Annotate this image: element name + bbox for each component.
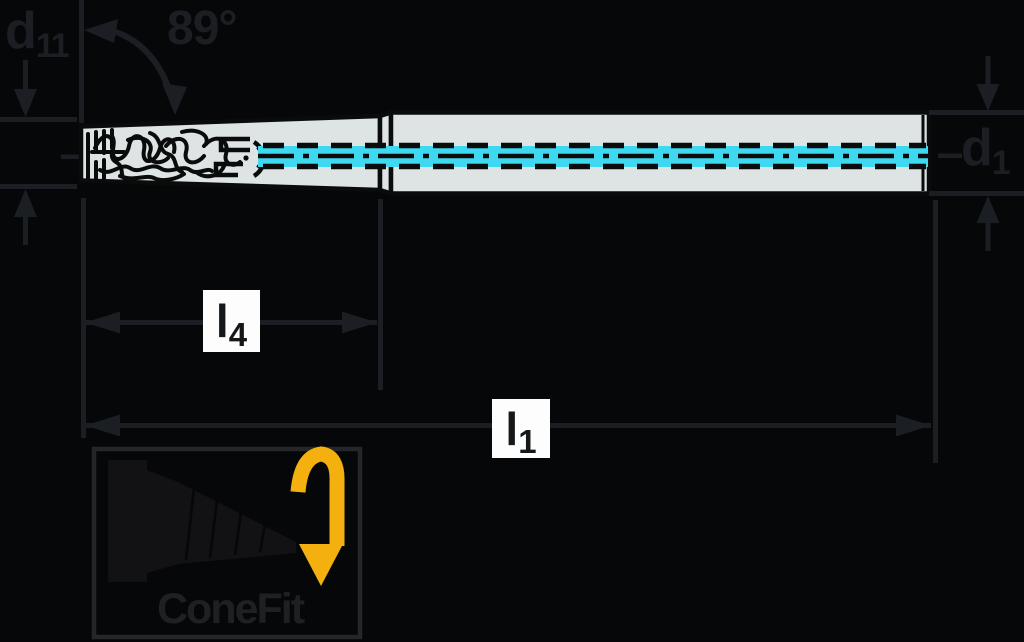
shank-diameter-dimension <box>929 56 1024 251</box>
conefit-cone-silhouette <box>108 460 296 582</box>
tool-drawing <box>61 109 932 197</box>
coolant-channel <box>258 142 928 170</box>
d1-leader-line <box>938 153 962 158</box>
conefit-logo-text: ConeFit <box>157 585 305 633</box>
flute-scribbles <box>86 128 242 183</box>
tip-diameter-dimension <box>0 60 77 245</box>
angle-arc-arrow <box>84 19 187 115</box>
point-angle-label: 89° <box>167 2 238 55</box>
l1-right-extension-line <box>933 200 938 463</box>
rotation-arrow-icon <box>290 446 345 586</box>
l-left-extension-line <box>81 198 86 438</box>
l4-right-extension-line <box>378 199 383 390</box>
conefit-logo-box <box>91 446 363 640</box>
centerline-stub <box>61 154 83 159</box>
